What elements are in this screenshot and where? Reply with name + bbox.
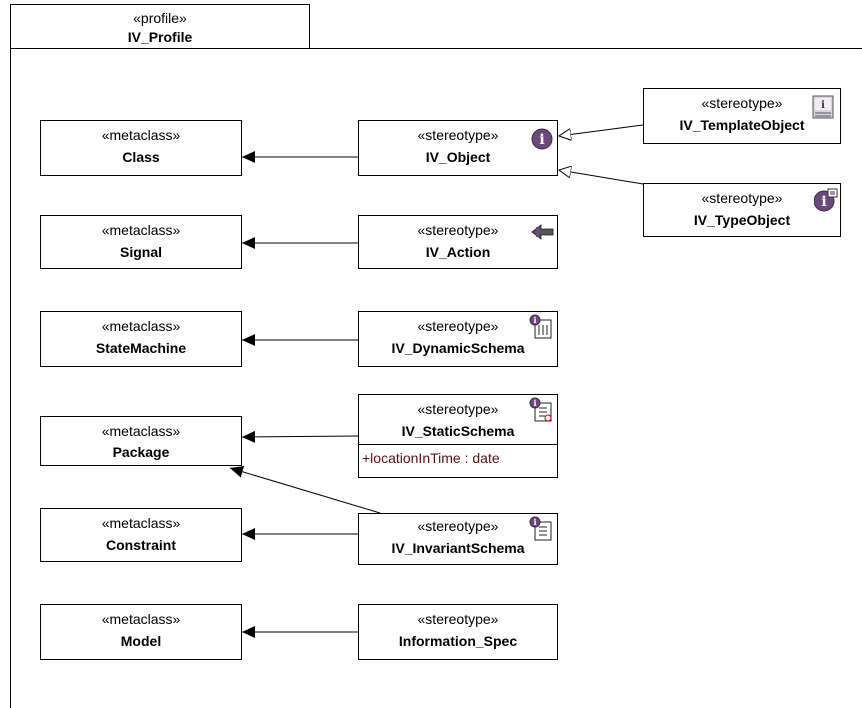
stereotype-name: IV_InvariantSchema <box>391 540 525 556</box>
stereotype-keyword: «stereotype» <box>417 127 499 143</box>
stereotype-name: IV_Object <box>425 149 491 165</box>
stereotype-keyword: «stereotype» <box>417 611 499 627</box>
stereotype-information-spec[interactable]: «stereotype» Information_Spec <box>358 604 558 660</box>
metaclass-model[interactable]: «metaclass» Model <box>40 604 242 660</box>
stereotype-keyword: «stereotype» <box>417 318 499 334</box>
attribute-location-in-time[interactable]: +locationInTime : date <box>362 450 500 466</box>
metaclass-stereotype: «metaclass» <box>101 222 181 238</box>
metaclass-package[interactable]: «metaclass» Package <box>40 416 242 466</box>
metaclass-constraint[interactable]: «metaclass» Constraint <box>40 508 242 562</box>
metaclass-stereotype: «metaclass» <box>101 611 181 627</box>
generalization-template-object <box>559 124 644 136</box>
metaclass-name: Package <box>112 444 170 460</box>
info-circle-icon: i <box>531 128 553 150</box>
type-object-icon: i <box>814 188 838 212</box>
stereotype-keyword: «stereotype» <box>701 190 783 206</box>
static-schema-icon: i <box>529 397 552 422</box>
invariant-schema-icon: i <box>529 516 552 541</box>
stereotype-iv-action[interactable]: «stereotype» IV_Action <box>358 215 558 269</box>
action-arrow-icon <box>531 224 554 240</box>
stereotype-iv-staticschema[interactable]: «stereotype» IV_StaticSchema +locationIn… <box>358 394 558 478</box>
stereotype-iv-dynamicschema[interactable]: «stereotype» IV_DynamicSchema i <box>358 311 558 367</box>
metaclass-name: Signal <box>119 244 162 260</box>
stereotype-keyword: «stereotype» <box>701 95 783 111</box>
svg-text:i: i <box>821 194 826 210</box>
dynamic-schema-icon: i <box>529 314 552 339</box>
svg-text:i: i <box>821 100 825 111</box>
metaclass-stereotype: «metaclass» <box>101 127 181 143</box>
metaclass-name: StateMachine <box>95 340 187 356</box>
stereotype-name: IV_Action <box>425 244 491 260</box>
metaclass-name: Constraint <box>106 537 176 553</box>
profile-name: IV_Profile <box>127 29 193 45</box>
svg-text:i: i <box>533 517 536 527</box>
stereotype-name: IV_StaticSchema <box>401 423 515 439</box>
stereotype-name: IV_TypeObject <box>693 212 791 228</box>
metaclass-stereotype: «metaclass» <box>101 515 181 531</box>
stereotype-name: Information_Spec <box>398 633 518 649</box>
stereotype-name: IV_DynamicSchema <box>391 340 525 356</box>
metaclass-signal[interactable]: «metaclass» Signal <box>40 215 242 269</box>
stereotype-iv-invariantschema[interactable]: «stereotype» IV_InvariantSchema i <box>358 513 558 565</box>
svg-text:i: i <box>533 315 536 325</box>
metaclass-class[interactable]: «metaclass» Class <box>40 120 242 176</box>
profile-stereotype: «profile» <box>133 10 187 26</box>
extension-static-package <box>241 430 359 443</box>
metaclass-statemachine[interactable]: «metaclass» StateMachine <box>40 311 242 367</box>
svg-text:i: i <box>539 132 544 148</box>
stereotype-iv-typeobject[interactable]: «stereotype» IV_TypeObject i <box>643 183 841 237</box>
stereotype-iv-templateobject[interactable]: «stereotype» IV_TemplateObject i <box>643 88 841 144</box>
metaclass-name: Model <box>120 633 162 649</box>
svg-text:i: i <box>533 398 536 408</box>
profile-frame-tab: «profile» IV_Profile <box>10 4 310 48</box>
profile-frame <box>10 48 862 708</box>
stereotype-iv-object[interactable]: «stereotype» IV_Object i <box>358 120 558 176</box>
stereotype-name: IV_TemplateObject <box>679 117 805 133</box>
stereotype-keyword: «stereotype» <box>417 222 499 238</box>
stereotype-keyword: «stereotype» <box>417 518 499 534</box>
metaclass-name: Class <box>122 149 160 165</box>
metaclass-stereotype: «metaclass» <box>101 423 181 439</box>
generalization-type-object <box>559 170 644 185</box>
metaclass-stereotype: «metaclass» <box>101 318 181 334</box>
stereotype-keyword: «stereotype» <box>417 401 499 417</box>
template-object-icon: i <box>812 95 834 119</box>
attribute-compartment-divider <box>359 444 557 445</box>
extension-invariant-package <box>229 465 381 514</box>
